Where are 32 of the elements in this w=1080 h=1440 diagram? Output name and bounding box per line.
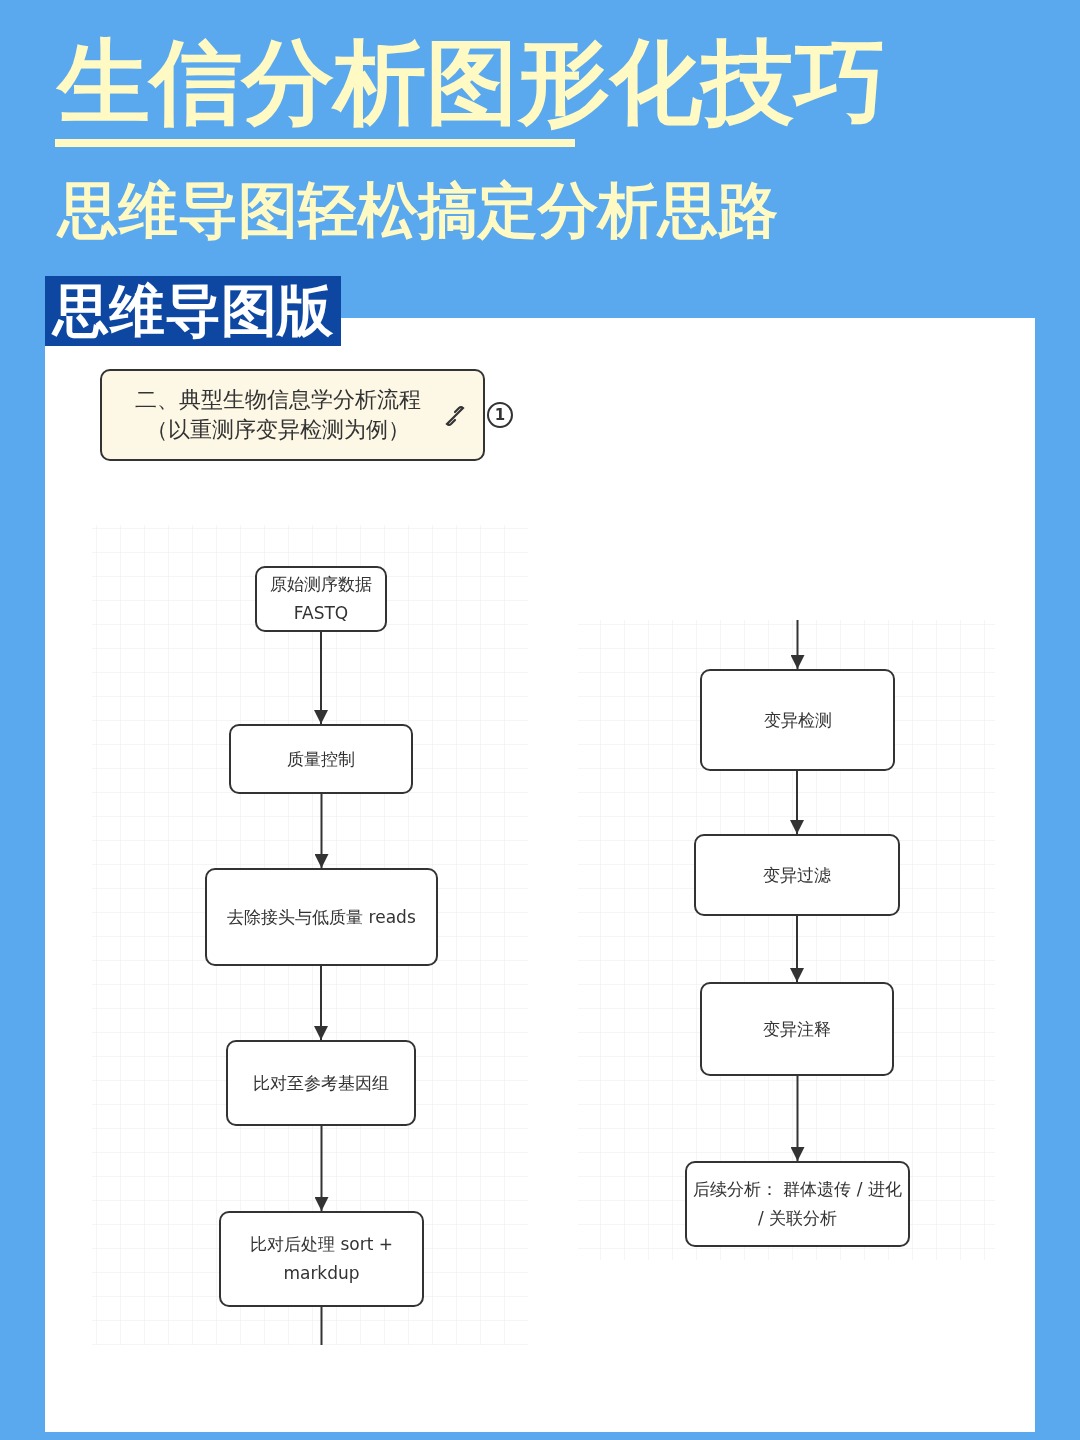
process-box [226, 1040, 416, 1126]
topic-box [100, 369, 485, 461]
arrow [314, 1125, 329, 1212]
arrow [314, 631, 328, 725]
arrow [314, 965, 328, 1041]
process-box [229, 724, 413, 794]
arrow [790, 915, 804, 983]
node-text: 变异注释 [763, 1017, 831, 1041]
process-box [700, 669, 895, 771]
arrow [790, 619, 805, 670]
process-box [205, 868, 438, 966]
node-text: 后续分析： 群体遗传 / 进化 / 关联分析 [693, 1178, 902, 1230]
subtitle: 思维导图轻松搞定分析思路 [58, 174, 778, 247]
node-text: 二、典型生物信息学分析流程（以重测序变异检测为例） [133, 386, 422, 444]
node-text: 比对至参考基因组 [253, 1071, 389, 1095]
process-box [219, 1211, 424, 1307]
process-box [255, 566, 387, 632]
node-text: 比对后处理 sort + markdup [249, 1233, 394, 1285]
arrow [790, 1075, 805, 1162]
process-box [700, 982, 894, 1076]
node-text: 变异过滤 [763, 863, 831, 887]
arrow [790, 770, 804, 835]
node-text: 原始测序数据 FASTQ [269, 573, 373, 625]
arrow [314, 793, 329, 869]
node-text: 变异检测 [763, 708, 832, 732]
process-box [694, 834, 900, 916]
title: 生信分析图形化技巧 [58, 28, 886, 138]
node-text: 去除接头与低质量 reads [227, 905, 416, 929]
node-text: 质量控制 [287, 747, 355, 771]
connector-line [320, 1306, 323, 1346]
process-box [685, 1161, 910, 1247]
section-tag: 思维导图版 [45, 276, 341, 346]
